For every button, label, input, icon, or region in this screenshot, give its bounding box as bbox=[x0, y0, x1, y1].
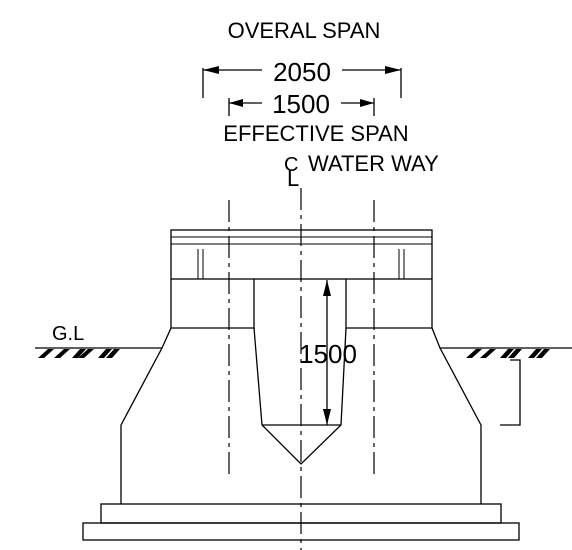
ground-level-left bbox=[35, 347, 162, 358]
right-abutment-body bbox=[431, 327, 482, 504]
deck-slab bbox=[170, 229, 433, 280]
effective-span-label: EFFECTIVE SPAN bbox=[223, 121, 408, 146]
ground-level-right bbox=[440, 347, 572, 358]
centerline-l: L bbox=[287, 166, 299, 191]
left-abutment-body bbox=[120, 327, 172, 504]
left-abutment-cap bbox=[170, 279, 255, 329]
channel-section bbox=[253, 327, 347, 465]
water-way-label: WATER WAY bbox=[308, 151, 439, 176]
right-level-step bbox=[500, 359, 521, 426]
overall-span-label: OVERAL SPAN bbox=[228, 18, 381, 43]
footing bbox=[82, 503, 520, 541]
overall-span-value: 2050 bbox=[273, 57, 331, 87]
centerline-c: C bbox=[284, 154, 298, 176]
ground-level-label: G.L bbox=[52, 323, 84, 345]
effective-span-dimension: 1500 bbox=[228, 89, 375, 119]
effective-span-value: 1500 bbox=[272, 89, 330, 119]
right-abutment-cap bbox=[345, 279, 433, 329]
depth-dimension: 1500 bbox=[299, 280, 357, 425]
depth-value: 1500 bbox=[299, 339, 357, 369]
overall-span-dimension: 2050 bbox=[202, 57, 402, 98]
